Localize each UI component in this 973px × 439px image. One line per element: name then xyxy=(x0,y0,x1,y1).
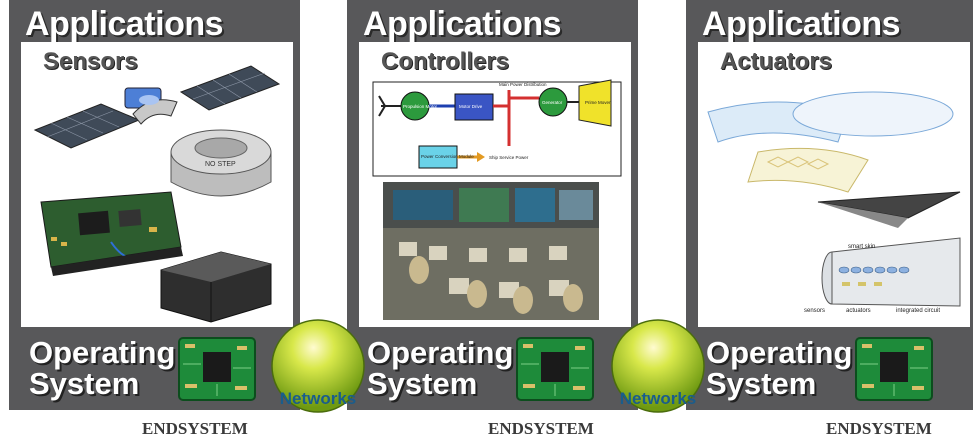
networks-label: Networks xyxy=(620,389,697,408)
actuators-subtitle: Actuators xyxy=(720,48,833,75)
block-propulsion-motor: Propulsion Motor xyxy=(403,104,438,109)
controllers-subtitle: Controllers xyxy=(381,48,510,75)
dome-label: NO STEP xyxy=(205,161,236,168)
endsystem-panel-actuators: Applications Actuators xyxy=(686,0,973,410)
os-line2: System xyxy=(367,366,478,401)
actuators-illustration: Actuators xyxy=(698,42,970,327)
applications-title: Applications xyxy=(25,5,224,43)
networks-label: Networks xyxy=(280,389,357,408)
os-line1: Operating xyxy=(367,335,514,370)
endsystem-label: ENDSYSTEM xyxy=(142,419,248,438)
label-smart-skin: smart skin xyxy=(848,244,875,250)
operating-system-label: Operating System xyxy=(367,337,513,399)
networks-globe-right: Networks xyxy=(611,319,705,413)
os-line2: System xyxy=(29,366,140,401)
sensors-illustration: Sensors xyxy=(21,42,293,327)
label-actuators: actuators xyxy=(846,308,871,314)
endsystem-label: ENDSYSTEM xyxy=(826,419,932,438)
block-power-conversion: Power Conversion Module xyxy=(421,154,474,159)
smart-skin-tube-icon xyxy=(821,237,961,307)
controllers-illustration: Controllers Propul xyxy=(359,42,631,327)
satellite-icon xyxy=(33,65,281,149)
control-room-photo xyxy=(383,182,599,320)
label-integrated-circuit: integrated circuit xyxy=(896,308,940,314)
block-ship-service: Ship Service Power xyxy=(489,155,529,160)
os-chip-icon xyxy=(516,337,594,401)
block-generator: Generator xyxy=(542,100,563,105)
sensors-subtitle: Sensors xyxy=(43,48,138,75)
os-chip-icon xyxy=(178,337,256,401)
block-main-power: Main Power Distribution xyxy=(499,82,547,87)
endsystem-panel-controllers: Applications Controllers xyxy=(347,0,638,410)
operating-system-label: Operating System xyxy=(29,337,175,399)
smart-skin-layers-icon xyxy=(707,91,954,193)
endsystem-label: ENDSYSTEM xyxy=(488,419,594,438)
os-chip-icon xyxy=(855,337,933,401)
applications-title: Applications xyxy=(702,5,901,43)
os-line1: Operating xyxy=(29,335,176,370)
sensors-artwork: NO STEP xyxy=(33,65,281,323)
dome-sensor-icon: NO STEP xyxy=(170,129,272,197)
networks-globe-left: Networks xyxy=(271,319,365,413)
applications-title: Applications xyxy=(363,5,562,43)
wing-icon xyxy=(817,191,961,228)
controllers-artwork: Propulsion Motor Motor Drive Generator M… xyxy=(372,79,622,320)
block-prime-mover: Prime Mover xyxy=(585,100,611,105)
actuators-artwork: smart skin sensors actuators integrated … xyxy=(707,91,961,314)
block-motor-drive: Motor Drive xyxy=(459,104,483,109)
label-sensors: sensors xyxy=(804,308,825,314)
hex-sensor-icon xyxy=(160,251,272,323)
power-system-diagram: Propulsion Motor Motor Drive Generator M… xyxy=(372,79,622,177)
operating-system-label: Operating System xyxy=(706,337,852,399)
endsystem-panel-sensors: Applications Sensors xyxy=(9,0,300,410)
circuit-board-icon xyxy=(40,191,183,276)
os-line2: System xyxy=(706,366,817,401)
os-line1: Operating xyxy=(706,335,853,370)
